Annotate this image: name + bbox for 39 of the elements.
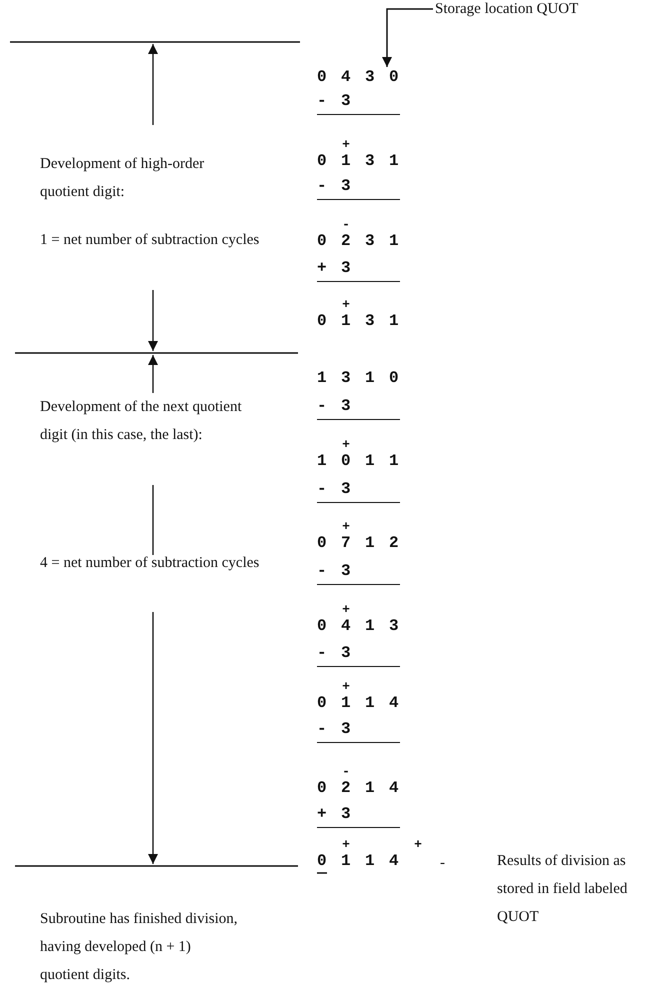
sign-mark: + bbox=[341, 680, 351, 693]
number-row: 0 2 3 1 bbox=[317, 231, 402, 251]
callout-label: Storage location QUOT bbox=[435, 0, 578, 18]
dash-mark: - bbox=[440, 854, 445, 873]
sign-mark: + bbox=[341, 520, 351, 533]
number-row: 0 4 1 3 bbox=[317, 616, 402, 636]
number-row: 0 2 1 4 bbox=[317, 778, 402, 798]
operand-row: - 3 bbox=[317, 561, 400, 585]
annotation-text: Results of division as stored in field labeled QUOT bbox=[497, 852, 628, 927]
annotation-text: Development of high-order quotient digit: bbox=[40, 155, 206, 202]
sign-mark: + bbox=[413, 838, 423, 851]
number-row: 1 0 1 1 bbox=[317, 451, 402, 471]
leader-arrow bbox=[382, 8, 433, 67]
number-row: 0 7 1 2 bbox=[317, 533, 402, 553]
annotation-text: Development of the next quotient digit (in this case, the last): bbox=[40, 398, 243, 445]
operand-row: - 3 bbox=[317, 479, 400, 503]
sign-mark: - bbox=[341, 218, 351, 231]
sign-mark: + bbox=[341, 438, 351, 451]
operand-row: - 3 bbox=[317, 719, 400, 743]
operand-row: + 3 bbox=[317, 804, 400, 828]
sign-mark: - bbox=[341, 765, 351, 778]
operand-row: + 3 bbox=[317, 258, 400, 282]
operand-row: - 3 bbox=[317, 643, 400, 667]
number-row: 1 3 1 0 bbox=[317, 368, 402, 388]
number-row: 0 4 3 0 bbox=[317, 68, 402, 86]
sign-mark: + bbox=[341, 838, 351, 851]
annotation-text: 4 = net number of subtraction cycles bbox=[40, 554, 260, 573]
annotation-text: 1 = net number of subtraction cycles bbox=[40, 231, 260, 250]
number-row: 0 1 1 4 bbox=[317, 851, 402, 871]
operand-row: - 3 bbox=[317, 91, 400, 115]
sign-mark: + bbox=[341, 138, 351, 151]
number-row: 0 1 1 4 bbox=[317, 693, 402, 713]
operand-row: - 3 bbox=[317, 396, 400, 420]
number-row: 0 1 3 1 bbox=[317, 151, 402, 171]
operand-row: - 3 bbox=[317, 176, 400, 200]
sign-mark: + bbox=[341, 603, 351, 616]
number-row: 0 1 3 1 bbox=[317, 311, 402, 331]
sign-mark: + bbox=[341, 298, 351, 311]
annotation-text: Subroutine has finished division, having developed (n + 1) quotient digits. bbox=[40, 910, 238, 985]
